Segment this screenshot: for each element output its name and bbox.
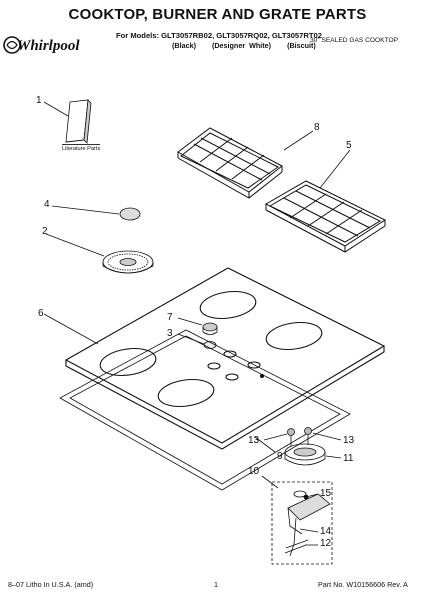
callout-10: 10 <box>248 466 260 477</box>
grate-left <box>177 127 283 199</box>
page-number: 1 <box>214 580 218 589</box>
callout-13-left: 13 <box>248 435 260 446</box>
callout-8: 8 <box>314 122 320 133</box>
callout-5: 5 <box>346 140 352 151</box>
model-numbers: For Models: GLT3057RB02, GLT3057RQ02, GL… <box>116 31 322 40</box>
callout-15: 15 <box>320 488 332 499</box>
page-title: COOKTOP, BURNER AND GRATE PARTS <box>68 6 367 23</box>
variant-biscuit: (Biscuit) <box>287 41 316 50</box>
callout-7: 7 <box>167 312 173 323</box>
variant-white: (Designer White) <box>211 41 272 50</box>
callout-4: 4 <box>44 199 50 210</box>
footer-print-info: 8–07 Litho In U.S.A. (amd) <box>8 580 94 589</box>
burner-base <box>284 443 326 466</box>
literature-parts-label: Literature Parts <box>62 144 101 152</box>
ignitor-assembly <box>284 490 331 557</box>
screw-right <box>304 427 312 445</box>
product-subtitle: 30" SEALED GAS COOKTOP <box>310 37 398 44</box>
part-number: Part No. W10156606 Rev. A <box>318 580 408 589</box>
literature-booklet <box>65 99 92 144</box>
variant-black: (Black) <box>172 41 196 50</box>
callout-3: 3 <box>167 328 173 339</box>
callout-13-right: 13 <box>343 435 355 446</box>
model-variants: (Black) (Designer White) (Biscuit) <box>172 41 328 50</box>
callout-1: 1 <box>36 95 42 106</box>
whirlpool-logo-icon <box>3 36 21 54</box>
cooktop-surface <box>64 267 386 450</box>
burner-head <box>102 250 154 274</box>
cooktop-gasket <box>59 329 351 491</box>
callout-14: 14 <box>320 526 332 537</box>
control-knob-insert <box>202 322 218 332</box>
burner-cap <box>119 207 141 221</box>
callout-9: 9 <box>277 451 283 462</box>
brand-logo: Whirlpool <box>17 38 80 54</box>
callout-2: 2 <box>42 226 48 237</box>
callout-11: 11 <box>343 453 354 464</box>
grate-right <box>264 180 387 253</box>
callout-12: 12 <box>320 538 332 549</box>
screw-left <box>287 428 295 446</box>
callout-6: 6 <box>38 308 44 319</box>
